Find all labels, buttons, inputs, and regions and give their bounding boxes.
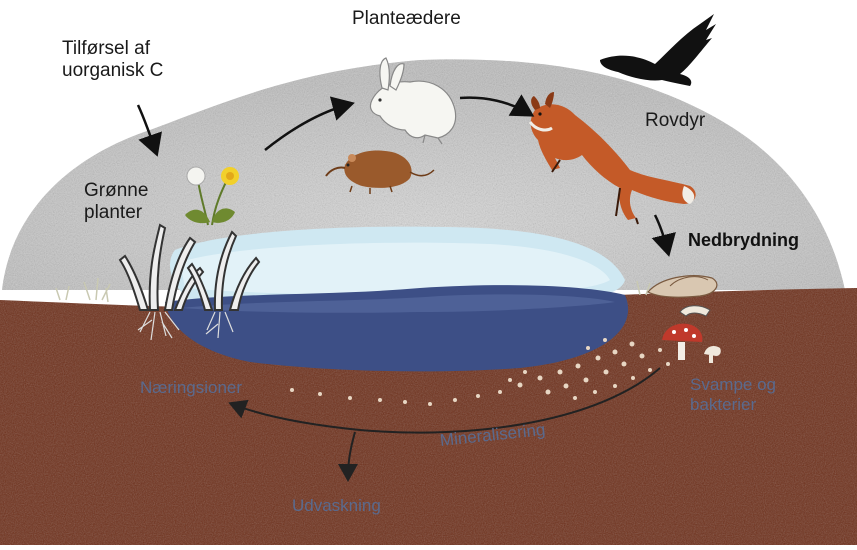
nutrient-ions-label: Næringsioner [140,378,242,398]
inorganic-carbon-input-label: Tilførsel af uorganisk C [62,38,163,82]
label-line: uorganisk C [62,60,163,82]
decomposition-label: Nedbrydning [688,230,799,251]
leaching-label: Udvaskning [292,496,381,516]
label-line: Grønne [84,180,148,202]
label-line: bakterier [690,395,776,415]
label-line: Tilførsel af [62,38,163,60]
eagle-icon [600,14,716,86]
fungi-bacteria-label: Svampe og bakterier [690,375,776,415]
label-line: Svampe og [690,375,776,395]
herbivores-label: Planteædere [352,8,461,30]
green-plants-label: Grønne planter [84,180,148,224]
label-line: planter [84,202,148,224]
predators-label: Rovdyr [645,110,705,132]
